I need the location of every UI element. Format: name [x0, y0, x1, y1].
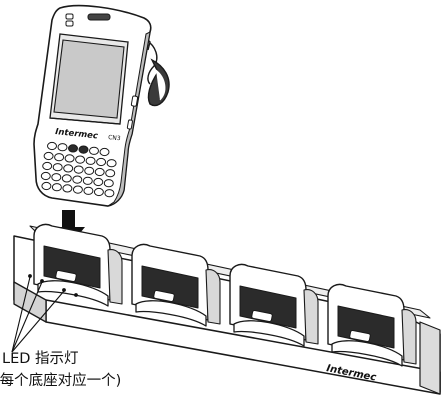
led-indicator	[74, 293, 78, 297]
keypad-key	[72, 175, 83, 184]
keypad-key	[40, 171, 51, 181]
dock-slot	[33, 223, 123, 307]
keypad-key	[57, 143, 68, 152]
keypad-key	[85, 156, 96, 165]
keypad-key	[43, 151, 54, 161]
keypad-key	[96, 157, 107, 167]
led-callout-label: LED 指示灯 (每个底座对应一个)	[0, 348, 142, 392]
keypad-key	[62, 184, 73, 193]
keypad-key	[52, 163, 63, 172]
keypad-key	[41, 181, 52, 191]
keypad-key	[42, 161, 53, 171]
device-model: CN3	[108, 134, 121, 142]
keypad-key	[93, 187, 104, 197]
led-indicator	[40, 279, 44, 283]
keypad-key	[84, 166, 95, 175]
keypad-key	[75, 155, 86, 164]
keypad-key	[78, 145, 89, 154]
dock-slot	[131, 243, 221, 327]
keypad-key	[82, 176, 93, 185]
keypad-key	[103, 179, 114, 188]
callout-line-1: LED 指示灯	[2, 351, 79, 367]
dock-slot	[327, 283, 417, 367]
side-button	[130, 95, 139, 107]
keypad-key	[104, 189, 115, 198]
keypad-key	[73, 165, 84, 174]
dock-slot	[229, 263, 319, 347]
keypad-key	[89, 146, 99, 155]
device-brand: Intermec	[55, 127, 99, 141]
keypad	[40, 141, 117, 198]
keypad-key	[83, 186, 94, 195]
keypad-key	[93, 177, 104, 187]
keypad-key	[61, 174, 72, 183]
keypad-key	[94, 167, 105, 177]
dock-slots	[33, 223, 417, 367]
keypad-key	[72, 185, 83, 194]
callout-line-2: (每个底座对应一个)	[0, 373, 122, 389]
top-keys	[65, 13, 111, 27]
keypad-key	[106, 159, 117, 168]
keypad-key	[68, 144, 78, 153]
keypad-key	[99, 147, 110, 157]
callout-leader-lines	[11, 276, 65, 353]
keypad-key	[64, 154, 75, 163]
keypad-key	[63, 164, 74, 173]
quad-charging-dock: Intermec	[13, 223, 441, 395]
keypad-key	[51, 173, 62, 182]
handheld-computer: Intermec CN3	[33, 4, 170, 207]
keypad-key	[51, 183, 62, 192]
keypad-key	[54, 153, 65, 162]
led-indicator	[28, 274, 32, 278]
device-screen	[53, 39, 125, 119]
keypad-key	[105, 169, 116, 178]
hand-strap	[143, 35, 170, 107]
led-indicators	[28, 274, 78, 297]
led-indicator	[62, 288, 66, 292]
keypad-key	[47, 141, 57, 151]
